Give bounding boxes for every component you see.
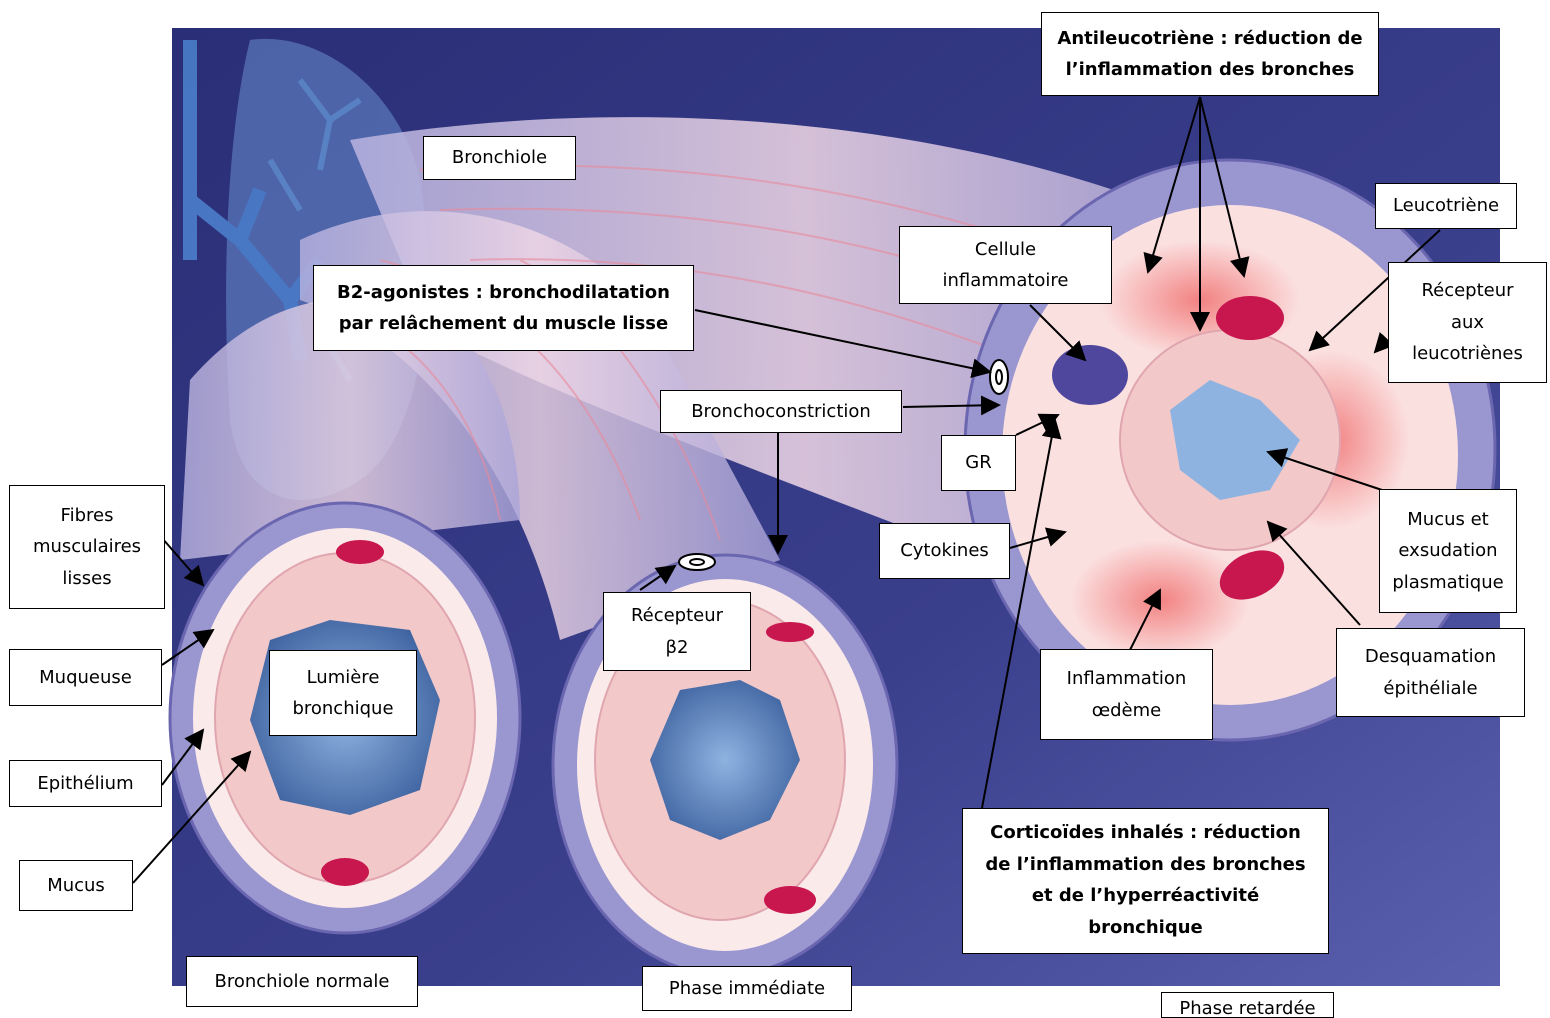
label-muqueuse: Muqueuse <box>9 649 162 706</box>
label-phase-immediate: Phase immédiate <box>642 966 852 1011</box>
label-bronchiole-normale: Bronchiole normale <box>186 956 418 1007</box>
label-epithelium: Epithélium <box>9 760 162 807</box>
label-mucus: Mucus <box>19 860 133 911</box>
label-desquamation: Desquamation épithéliale <box>1336 628 1525 717</box>
label-cellule-inflammatoire: Cellule inflammatoire <box>899 226 1112 304</box>
label-fibres-musculaires: Fibres musculaires lisses <box>9 485 165 609</box>
inflammatory-cell <box>1052 345 1128 405</box>
label-b2-agonistes: B2-agonistes : bronchodilatation par rel… <box>313 265 694 351</box>
label-bronchoconstriction: Bronchoconstriction <box>660 390 902 433</box>
label-recepteur-b2: Récepteur β2 <box>603 592 751 671</box>
label-lumiere-bronchique: Lumière bronchique <box>269 650 417 736</box>
label-leucotriene: Leucotriène <box>1375 183 1517 229</box>
label-antileucotriene: Antileucotriène : réduction de l’inflamm… <box>1041 12 1379 96</box>
label-inflammation-oedeme: Inflammation œdème <box>1040 649 1213 740</box>
label-cytokines: Cytokines <box>879 523 1010 579</box>
label-bronchiole: Bronchiole <box>423 136 576 180</box>
label-gr: GR <box>941 435 1016 491</box>
label-recepteur-leucotrienes: Récepteur aux leucotriènes <box>1388 262 1547 383</box>
label-mucus-exsudation: Mucus et exsudation plasmatique <box>1379 489 1517 613</box>
label-phase-retardee: Phase retardée <box>1161 992 1334 1018</box>
receptor-ring <box>990 360 1008 394</box>
label-corticoides: Corticoïdes inhalés : réduction de l’inf… <box>962 808 1329 954</box>
